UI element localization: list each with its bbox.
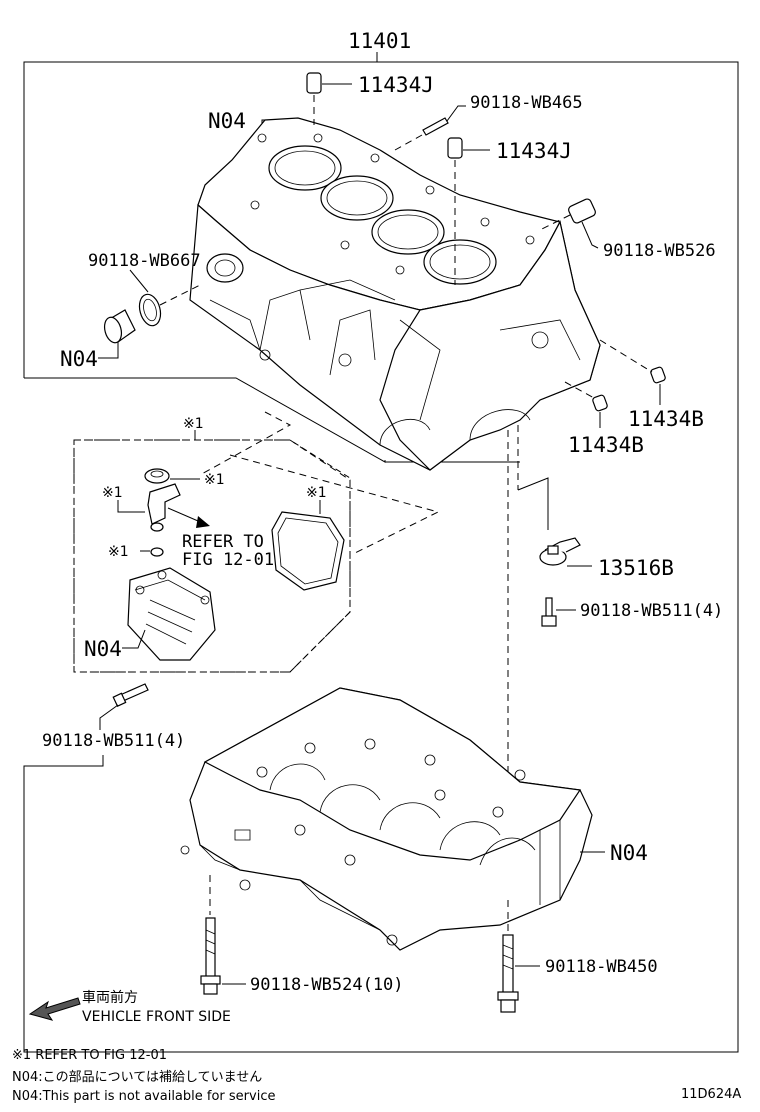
label-bolt-cover[interactable]: 90118-WB511(4) [42,731,185,751]
label-stud-top[interactable]: 90118-WB465 [470,93,583,113]
label-pin-mid[interactable]: 11434J [496,139,572,163]
label-n04-lower[interactable]: N04 [610,841,648,865]
label-bolt-lower-10[interactable]: 90118-WB524(10) [250,975,404,995]
knock-sensor[interactable] [539,537,581,566]
label-n04-plug[interactable]: N04 [60,347,98,371]
plug-right[interactable] [567,198,596,224]
bolt-sensor[interactable] [541,597,557,627]
label-bolt-lower-long[interactable]: 90118-WB450 [545,957,658,977]
label-n04-cover[interactable]: N04 [84,637,122,661]
upper-cylinder-block[interactable] [189,117,601,471]
direction-en: VEHICLE FRONT SIDE [82,1009,231,1025]
label-plug-right[interactable]: 90118-WB526 [603,241,716,261]
inset-mark-top: ※1 [183,416,204,432]
oil-separator-cover[interactable] [127,567,216,661]
dowel-pin-right-b[interactable] [592,394,608,412]
pcv-valve[interactable] [147,483,181,532]
refer-arrow-icon [196,516,210,528]
inset-mark-gasket: ※1 [306,485,327,501]
lower-crankcase[interactable] [180,687,593,951]
bolt-cover[interactable] [112,683,149,708]
dowel-pin-mid[interactable] [447,137,463,159]
inset-mark-valve: ※1 [102,485,123,501]
o-ring-small[interactable] [150,547,164,557]
assembly-number[interactable]: 11401 [348,29,411,53]
inset-refer-line1[interactable]: REFER TO [182,532,264,552]
direction-jp: 車両前方 [82,989,138,1006]
note-line1: ※1 REFER TO FIG 12-01 [12,1048,167,1063]
inset-mark-oring: ※1 [108,544,129,560]
dowel-pin-right-a[interactable] [650,366,666,384]
note-line2: N04:この部品については補給していません [12,1070,262,1085]
label-n04-block[interactable]: N04 [208,109,246,133]
valve-cap[interactable] [144,468,170,484]
label-pin-top[interactable]: 11434J [358,73,434,97]
assembly-bracket [23,61,739,1053]
label-pin-right-a[interactable]: 11434B [628,407,704,431]
label-plug-left[interactable]: 90118-WB667 [88,251,201,271]
figure-id: 11D624A [681,1087,741,1102]
cover-gasket[interactable] [271,511,345,591]
label-bolt-sensor[interactable]: 90118-WB511(4) [580,601,723,621]
plug-left[interactable] [102,309,136,345]
stud-bolt-top[interactable] [422,117,449,136]
bolt-lower-long[interactable] [497,934,519,1013]
vehicle-front-arrow-icon [28,997,81,1021]
dowel-pin-top[interactable] [306,72,322,94]
label-sensor[interactable]: 13516B [598,556,674,580]
inset-mark-cap: ※1 [204,472,225,488]
bolt-lower-10[interactable] [200,917,221,995]
label-pin-right-b[interactable]: 11434B [568,433,644,457]
inset-refer-line2[interactable]: FIG 12-01 [182,550,274,570]
o-ring-left[interactable] [136,292,164,328]
note-line3: N04:This part is not available for servi… [12,1089,275,1104]
